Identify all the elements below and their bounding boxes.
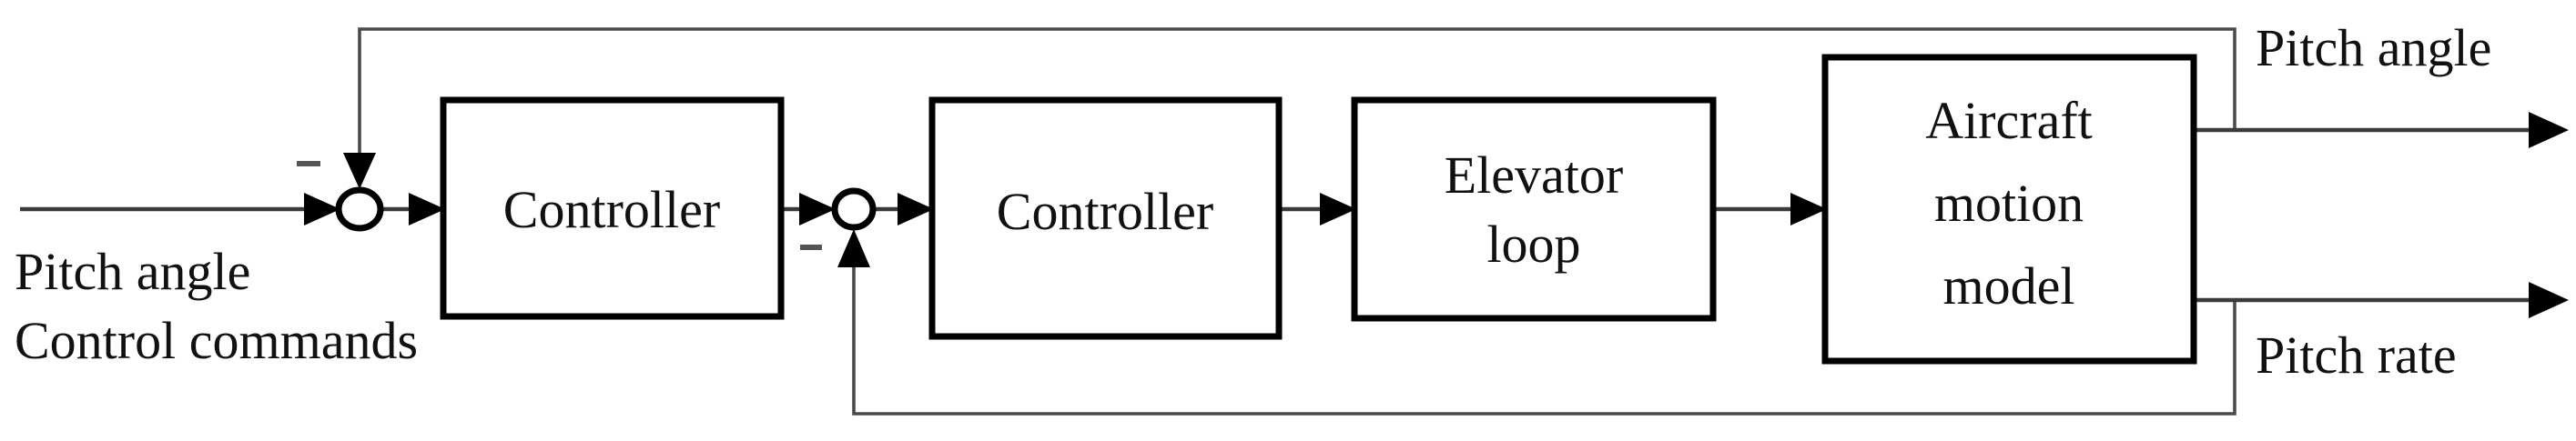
- block-aircraft-motion-model[interactable]: Aircraft motion model: [1821, 54, 2197, 365]
- pitch-angle-output-wire: [2194, 112, 2569, 148]
- pitch-rate-output-wire: [2194, 282, 2569, 318]
- block-label-aircraft-line1: Aircraft: [1925, 91, 2093, 150]
- outer-error-wire: [380, 193, 445, 226]
- outer-error-arrowhead: [409, 193, 445, 226]
- block-label-elevator-line2: loop: [1486, 215, 1580, 274]
- pitch-angle-feedback-path: [343, 27, 2236, 189]
- reference-input-wire: [20, 193, 340, 226]
- block-elevator-loop[interactable]: Elevator loop: [1351, 96, 1717, 322]
- block-controller-outer[interactable]: Controller: [440, 96, 785, 320]
- block-label-controller-outer: Controller: [503, 180, 720, 239]
- feedback-down-arrowhead: [343, 153, 376, 189]
- output-label-pitch-angle: Pitch angle: [2256, 18, 2491, 77]
- output-label-pitch-rate: Pitch rate: [2256, 326, 2457, 385]
- block-label-elevator-line1: Elevator: [1445, 145, 1623, 205]
- block-label-controller-inner: Controller: [997, 182, 1213, 241]
- pitch-rate-feedback-path: [837, 229, 2236, 416]
- pitch-rate-output-arrowhead: [2529, 282, 2569, 318]
- pitch-angle-output-arrowhead: [2529, 112, 2569, 148]
- input-arrowhead: [304, 193, 340, 226]
- elevator-output-wire: [1713, 193, 1827, 226]
- inner-error-wire: [873, 193, 934, 226]
- input-label-line1: Pitch angle: [15, 242, 250, 301]
- input-label-line2: Control commands: [15, 311, 418, 370]
- summing-junction-inner[interactable]: [831, 187, 877, 231]
- feedback-up-arrowhead: [837, 229, 870, 267]
- summing-junction-outer[interactable]: [335, 186, 384, 232]
- outer-controller-output-wire: [781, 193, 836, 226]
- block-label-aircraft-line2: motion: [1934, 174, 2084, 233]
- aircraft-input-arrowhead: [1790, 193, 1827, 226]
- inner-controller-output-wire: [1279, 193, 1356, 226]
- block-controller-inner[interactable]: Controller: [928, 96, 1283, 340]
- elevator-input-arrowhead: [1320, 193, 1356, 226]
- inner-sum-input-arrowhead: [799, 193, 836, 226]
- block-label-aircraft-line3: model: [1943, 256, 2075, 316]
- inner-error-arrowhead: [898, 193, 934, 226]
